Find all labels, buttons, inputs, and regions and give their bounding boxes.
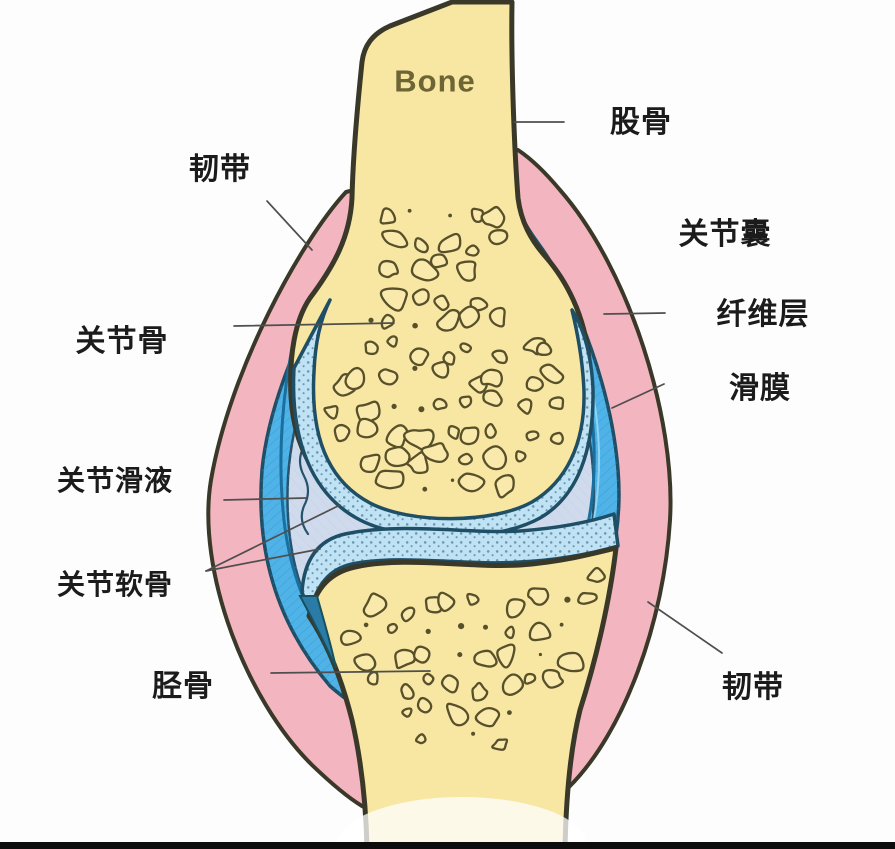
bone-fade [337,797,587,849]
trabecular-texture [323,205,606,751]
leader-ligament-bottom [647,601,723,654]
tibia-cartilage-shape [300,512,620,616]
leader-ligament-top [266,200,313,251]
label-joint-bone: 关节骨 [75,325,169,358]
label-tibia: 胫骨 [152,670,214,703]
bottom-border [0,842,895,849]
leader-synovial-membrane [611,383,665,409]
label-fibrous-layer: 纤维层 [716,298,810,331]
label-ligament-top: 韧带 [189,153,251,186]
leader-lines [205,121,723,674]
leader-articular-cartilage-lower [205,548,321,572]
leader-tibia [270,670,431,674]
leader-articular-cartilage-upper [205,504,341,572]
leader-synovial-fluid [223,497,307,501]
tibia-shape [298,545,619,849]
leader-joint-bone [233,322,395,327]
label-ligament-bottom: 韧带 [722,671,784,704]
label-joint-capsule: 关节囊 [678,218,772,251]
label-femur: 股骨 [610,106,672,139]
label-bone: Bone [394,63,476,99]
label-synovial-fluid: 关节滑液 [56,466,174,497]
label-synovial-membrane: 滑膜 [729,372,791,405]
label-articular-cartilage: 关节软骨 [56,570,174,601]
membrane-fold [298,595,337,669]
leader-fibrous-layer [603,312,666,315]
